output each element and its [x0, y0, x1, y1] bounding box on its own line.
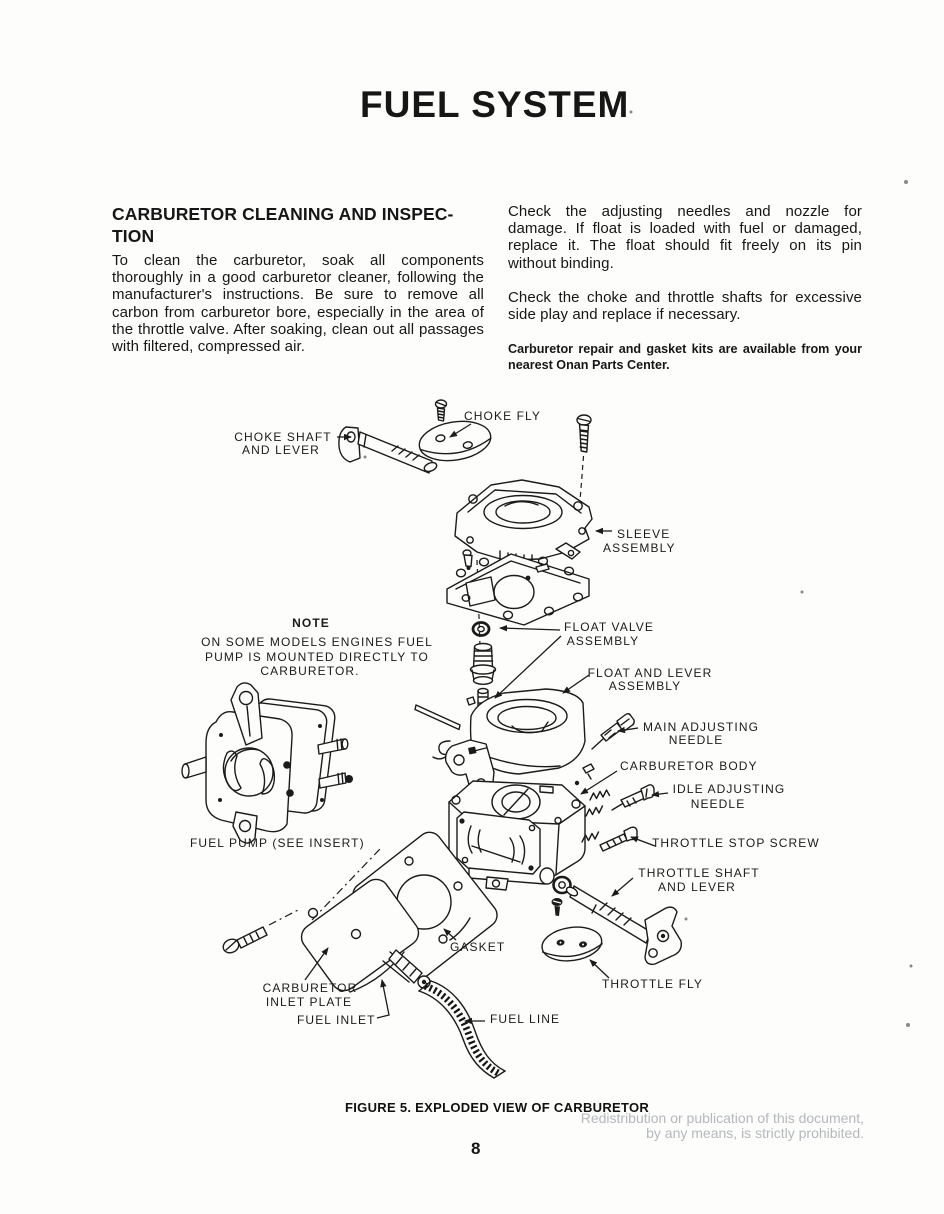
label-throttle-stop-screw: THROTTLE STOP SCREW [652, 836, 820, 850]
label-idle-needle-line1: IDLE ADJUSTING [673, 782, 786, 796]
watermark-line1: Redistribution or publication of this do… [580, 1110, 864, 1126]
label-float-valve-line1: FLOAT VALVE [564, 620, 654, 634]
leader-arrows [304, 423, 669, 1025]
note-line3: CARBURETOR. [260, 664, 359, 678]
throttle-stop-screw-drawing [599, 826, 638, 852]
label-inlet-plate-line1: CARBURETOR [263, 981, 358, 995]
throttle-shaft-drawing [565, 885, 682, 966]
left-column: CARBURETOR CLEANING AND INSPEC- TION To … [112, 203, 484, 355]
float-valve-assembly-drawing [466, 621, 497, 723]
label-throttle-shaft-line2: AND LEVER [658, 880, 736, 894]
float-and-lever-assembly-drawing [444, 688, 586, 797]
right-paragraph-1: Check the adjusting needles and nozzle f… [508, 203, 862, 272]
right-paragraph-2: Check the choke and throttle shafts for … [508, 288, 862, 324]
label-main-needle-line1: MAIN ADJUSTING [643, 720, 759, 734]
carburetor-body-drawing [448, 780, 586, 916]
label-throttle-shaft-line1: THROTTLE SHAFT [638, 866, 759, 880]
sleeve-gasket-drawing [446, 553, 590, 626]
label-float-lever-line1: FLOAT AND LEVER [588, 666, 713, 680]
label-fuel-inlet: FUEL INLET [297, 1013, 376, 1027]
section-heading-line1: CARBURETOR CLEANING AND INSPEC- [112, 204, 454, 224]
inlet-plate-screw-drawing [222, 909, 299, 954]
label-idle-needle-line2: NEEDLE [691, 797, 746, 811]
choke-shaft-drawing [338, 426, 438, 474]
label-sleeve-line1: SLEEVE [617, 527, 670, 541]
label-fuel-pump: FUEL PUMP (SEE INSERT) [190, 836, 365, 850]
label-carburetor-body: CARBURETOR BODY [620, 759, 758, 773]
sleeve-screw-drawing [576, 414, 592, 528]
note-title: NOTE [292, 616, 330, 630]
label-sleeve-line2: ASSEMBLY [603, 541, 676, 555]
parts-center-note: Carburetor repair and gasket kits are av… [508, 342, 862, 372]
figure-caption: FIGURE 5. EXPLODED VIEW OF CARBURETOR [345, 1100, 649, 1115]
page-title: FUEL SYSTEM [360, 84, 630, 125]
page-number: 8 [471, 1139, 481, 1158]
throttle-fly-drawing [541, 926, 603, 962]
sleeve-assembly-drawing [454, 479, 593, 647]
choke-fly-drawing [418, 420, 492, 462]
fuel-line-drawing [418, 980, 506, 1079]
scan-specks [363, 110, 913, 1027]
note-line2: PUMP IS MOUNTED DIRECTLY TO [205, 650, 429, 664]
diagram-labels: CHOKE SHAFT AND LEVER CHOKE FLY SLEEVE A… [190, 409, 820, 1027]
section-heading: CARBURETOR CLEANING AND INSPEC- TION [112, 203, 484, 247]
label-choke-shaft-line1: CHOKE SHAFT [234, 430, 331, 444]
label-fuel-line: FUEL LINE [490, 1012, 560, 1026]
main-adjusting-needle-drawing [574, 713, 635, 786]
section-heading-line2: TION [112, 226, 155, 246]
float-pin-drawing [414, 704, 461, 760]
carburetor-inlet-plate-drawing [300, 878, 431, 993]
right-column: Check the adjusting needles and nozzle f… [508, 203, 862, 373]
label-float-lever-line2: ASSEMBLY [609, 679, 682, 693]
fuel-pump-drawing [181, 682, 353, 844]
label-main-needle-line2: NEEDLE [669, 733, 724, 747]
choke-fly-screw-drawing [434, 399, 448, 422]
springs-and-screws-drawing [581, 789, 611, 843]
watermark-line2: by any means, is strictly prohibited. [646, 1125, 864, 1141]
idle-adjusting-needle-drawing [611, 784, 655, 811]
note-line1: ON SOME MODELS ENGINES FUEL [201, 635, 433, 649]
left-paragraph: To clean the carburetor, soak all compon… [112, 252, 484, 356]
watermark: Redistribution or publication of this do… [581, 1111, 864, 1141]
label-choke-fly: CHOKE FLY [464, 409, 541, 423]
label-throttle-fly: THROTTLE FLY [602, 977, 703, 991]
label-gasket: GASKET [450, 940, 505, 954]
label-float-valve-line2: ASSEMBLY [567, 634, 640, 648]
label-inlet-plate-line2: INLET PLATE [266, 995, 352, 1009]
label-choke-shaft-line2: AND LEVER [242, 443, 320, 457]
